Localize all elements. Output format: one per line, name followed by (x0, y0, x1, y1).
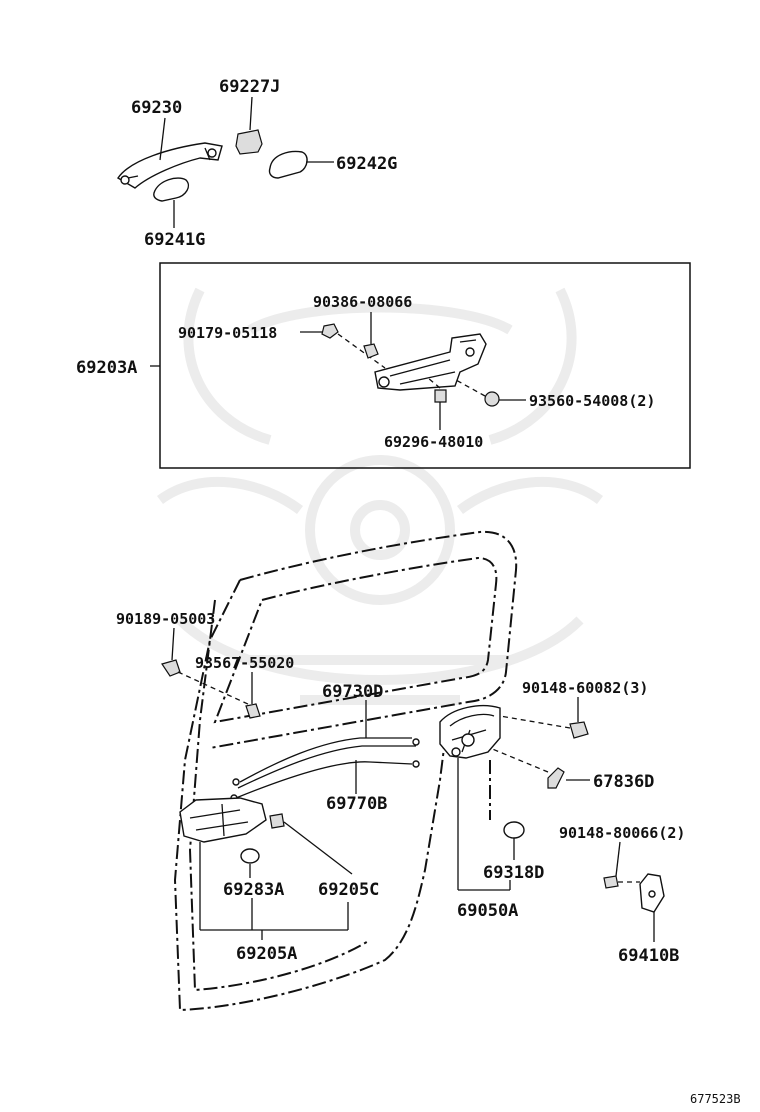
label-93567-55020: 93567-55020 (195, 654, 294, 672)
figure-id: 677523B (690, 1092, 741, 1106)
cable-69730D[interactable] (239, 737, 412, 783)
label-69227J: 69227J (219, 77, 280, 97)
screw-69205C[interactable] (269, 813, 285, 829)
nut-90386-08066[interactable] (363, 343, 379, 359)
label-90179-05118: 90179-05118 (178, 324, 277, 342)
handle-cover-69227J[interactable] (235, 129, 263, 155)
label-69050A: 69050A (457, 901, 518, 921)
label-69730D: 69730D (322, 682, 383, 702)
screw-90148-80066[interactable] (603, 875, 619, 889)
outside-handle-69230[interactable] (117, 142, 223, 189)
cover-67836D[interactable] (547, 767, 565, 789)
handle-pad-69242G[interactable] (268, 150, 308, 179)
handle-pad-69241G[interactable] (153, 177, 190, 202)
frame-assembly-box: 69203A 90386-08066 90179-05118 93560-540… (76, 262, 691, 469)
bolt-69296-48010[interactable] (434, 389, 447, 403)
screw-93567-55020[interactable] (245, 703, 261, 719)
label-69410B: 69410B (618, 946, 679, 966)
screw-90179-05118[interactable] (321, 323, 339, 339)
door-outline (173, 530, 518, 1012)
label-69205C: 69205C (318, 880, 379, 900)
label-90148-80066: 90148-80066(2) (559, 824, 685, 842)
bolt-93560-54008[interactable] (484, 391, 500, 407)
door-handle-frame[interactable] (374, 333, 487, 391)
label-69241G: 69241G (144, 230, 205, 250)
label-90148-60082: 90148-60082(3) (522, 679, 648, 697)
label-69296-48010: 69296-48010 (384, 433, 483, 451)
cap-69283A[interactable] (240, 848, 260, 864)
samurai-helmet-watermark-icon (157, 287, 603, 705)
label-69205A: 69205A (236, 944, 297, 964)
label-69242G: 69242G (336, 154, 397, 174)
screw-90148-60082[interactable] (569, 721, 589, 739)
label-90189-05003: 90189-05003 (116, 610, 215, 628)
label-69770B: 69770B (326, 794, 387, 814)
label-93560-54008: 93560-54008(2) (529, 392, 655, 410)
door-lock-components: 90189-05003 93567-55020 69730D 90148-600… (116, 610, 685, 966)
label-69318D: 69318D (483, 863, 544, 883)
cable-69770B[interactable] (235, 761, 413, 799)
outside-handle-group: 69230 69227J 69242G 69241G (117, 77, 397, 250)
label-67836D: 67836D (593, 772, 654, 792)
grommet-69318D[interactable] (503, 821, 525, 839)
clip-90189-05003[interactable] (161, 659, 181, 677)
label-90386-08066: 90386-08066 (313, 293, 412, 311)
label-69230: 69230 (131, 98, 182, 118)
label-69283A: 69283A (223, 880, 284, 900)
label-69203A: 69203A (76, 358, 137, 378)
